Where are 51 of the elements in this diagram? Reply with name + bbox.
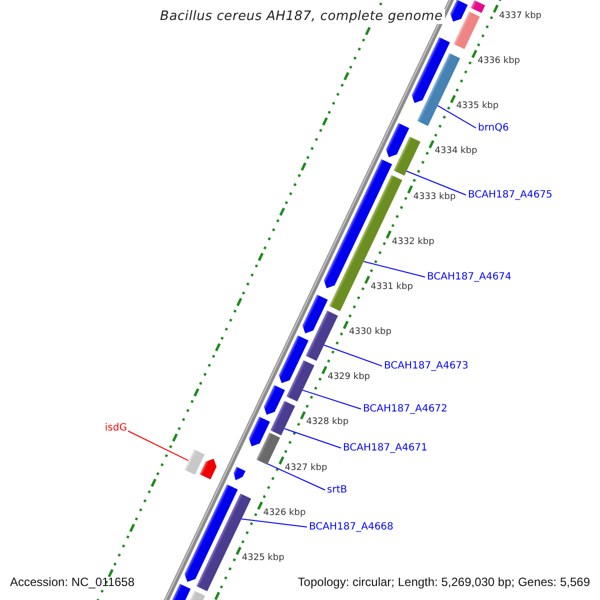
gene-block <box>264 385 285 415</box>
gene-label: BCAH187_A4675 <box>468 190 552 200</box>
gene-block <box>278 335 309 384</box>
gene-block <box>234 466 246 480</box>
gene-label: srtB <box>327 484 348 496</box>
gene-bar <box>286 360 314 402</box>
gene-label: brnQ6 <box>478 122 509 134</box>
gene-label: BCAH187_A4674 <box>427 272 512 282</box>
gene-label: BCAH187_A4668 <box>309 522 394 532</box>
scale-label: 4325 kbp <box>242 552 284 563</box>
leader-line <box>302 390 362 410</box>
gene-label: BCAH187_A4671 <box>343 442 428 454</box>
gene-bar <box>270 400 296 436</box>
scale-label: 4337 kbp <box>499 10 542 21</box>
leader-line <box>406 170 466 196</box>
gene-bar <box>184 449 205 475</box>
scale-label: 4333 kbp <box>413 192 456 202</box>
scale-label: 4334 kbp <box>434 146 478 156</box>
scale-label: 4329 kbp <box>328 372 370 382</box>
gene-bar <box>306 310 338 361</box>
leader-line <box>324 344 382 366</box>
gene-block <box>184 484 238 582</box>
scale-label: 4326 kbp <box>263 508 306 518</box>
gene-block <box>324 159 392 288</box>
gene-bar <box>470 0 486 14</box>
gene-block <box>302 294 328 334</box>
leader-line <box>437 105 476 128</box>
gene-block <box>412 37 450 103</box>
leader-line <box>241 518 308 528</box>
scale-label: 4335 kbp <box>456 101 499 112</box>
gene-block <box>450 0 468 22</box>
scale-label: 4336 kbp <box>478 56 520 66</box>
scale-label: 4328 kbp <box>306 417 349 428</box>
gene-label: BCAH187_A4673 <box>384 360 468 372</box>
gene-bar <box>256 432 280 465</box>
gene-block <box>386 123 410 158</box>
gene-block <box>248 416 270 446</box>
gene-block <box>200 458 217 480</box>
info-text: Accession: NC_011658 <box>10 575 135 589</box>
scale-label: 4332 kbp <box>392 236 434 247</box>
scale-label: 4330 kbp <box>349 327 392 337</box>
leader-line <box>363 261 426 278</box>
leader-line <box>284 428 342 448</box>
scale-label: 4327 kbp <box>284 462 328 472</box>
scale-label: 4331 kbp <box>370 282 413 292</box>
leader-line <box>128 430 189 462</box>
info-text: Topology: circular; Length: 5,269,030 bp; Genes: 5,569 <box>298 575 590 589</box>
gene-label: isdG <box>104 422 127 434</box>
gene-label: BCAH187_A4672 <box>363 404 448 414</box>
title: Bacillus cereus AH187, complete genome <box>158 9 445 24</box>
gene-bar <box>394 136 420 176</box>
